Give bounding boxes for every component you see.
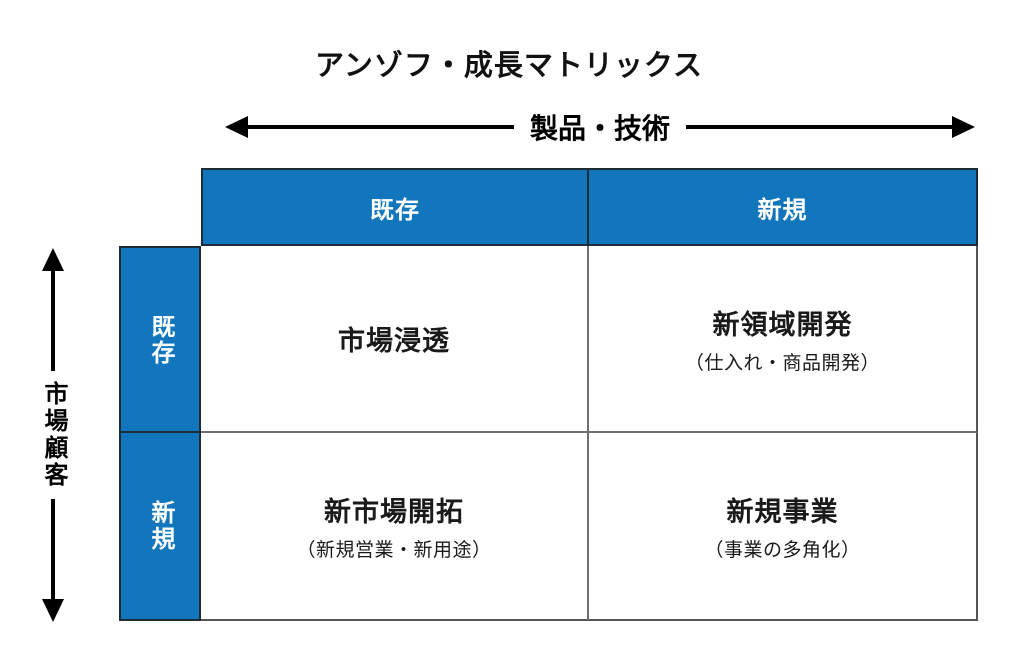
diagram-title: アンゾフ・成長マトリックス [315, 50, 703, 82]
matrix-grid: 既存 新規 既存 市場浸透 新領域開発 （仕入れ・商品開発） 新規 新市場開拓 … [119, 168, 978, 621]
vertical-axis-line [51, 271, 55, 371]
cell-title: 新領域開発 [712, 309, 853, 340]
column-header-existing: 既存 [201, 168, 589, 246]
cell-title: 市場浸透 [338, 326, 450, 356]
cell-title: 新市場開拓 [324, 497, 464, 527]
cell-subtitle: （仕入れ・商品開発） [684, 352, 880, 374]
vertical-axis-line [51, 499, 55, 599]
horizontal-axis: 製品・技術 [225, 103, 976, 151]
cell-new-market-development: 新市場開拓 （新規営業・新用途） [201, 433, 589, 621]
arrow-left-icon [225, 116, 248, 138]
arrow-up-icon [42, 248, 64, 271]
row-header-existing: 既存 [119, 246, 201, 433]
cell-new-business: 新規事業 （事業の多角化） [589, 433, 978, 621]
horizontal-axis-line [686, 125, 953, 129]
vertical-axis: 市場顧客 [36, 248, 70, 622]
cell-subtitle: （新規営業・新用途） [296, 540, 492, 561]
arrow-right-icon [952, 116, 976, 138]
cell-subtitle: （事業の多角化） [704, 540, 861, 561]
row-header-new: 新規 [119, 433, 201, 621]
cell-title: 新規事業 [726, 497, 839, 527]
horizontal-axis-line [248, 125, 514, 129]
horizontal-axis-label: 製品・技術 [530, 113, 671, 144]
vertical-axis-label: 市場顧客 [40, 381, 67, 489]
cell-market-penetration: 市場浸透 [201, 246, 589, 433]
column-header-new: 新規 [589, 168, 978, 246]
matrix-corner-spacer [119, 168, 201, 246]
cell-new-domain-development: 新領域開発 （仕入れ・商品開発） [589, 246, 978, 433]
arrow-down-icon [42, 599, 64, 622]
